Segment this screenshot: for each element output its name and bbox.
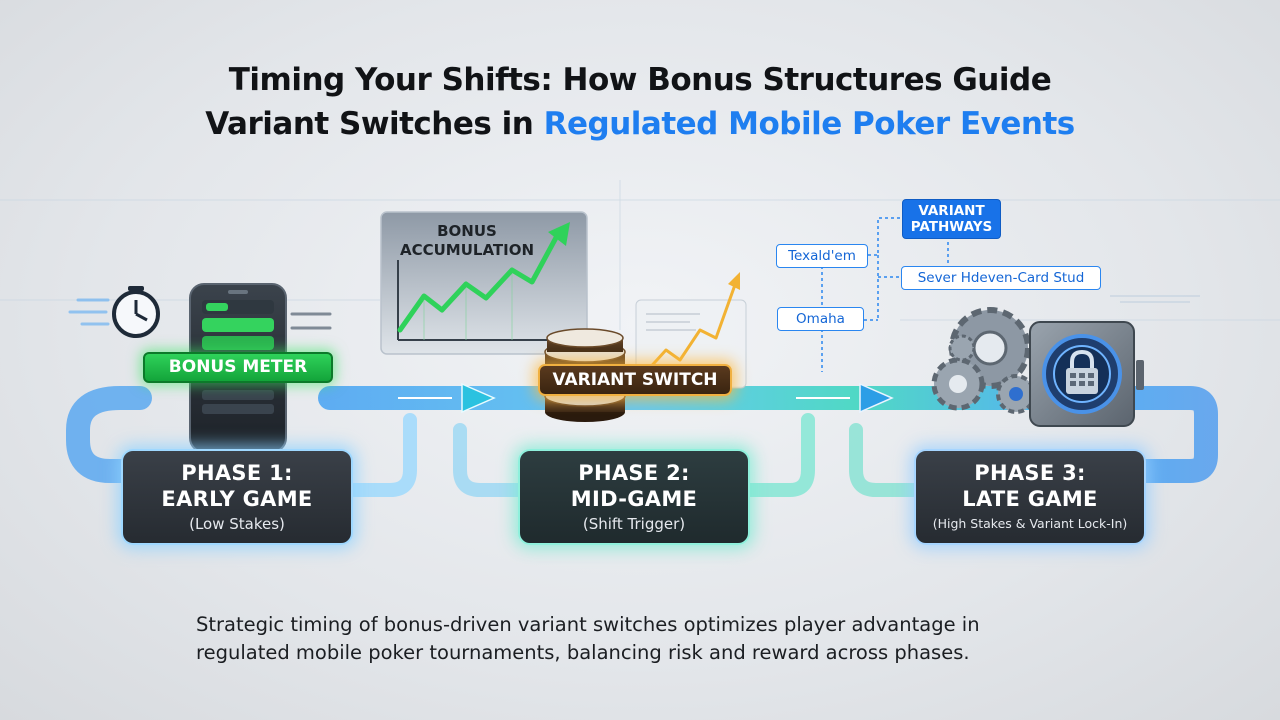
flow-arrow-2 — [796, 382, 894, 414]
phase-3-title-line-1: PHASE 3: — [974, 460, 1086, 485]
caption-line-1: Strategic timing of bonus-driven variant… — [196, 613, 980, 636]
variant-pathways-line-2: PATHWAYS — [910, 219, 993, 235]
phase-1-box: PHASE 1: EARLY GAME (Low Stakes) — [121, 449, 353, 545]
pathway-texas-holdem: Texald'em — [776, 244, 868, 268]
pathway-omaha: Omaha — [777, 307, 864, 331]
title-line-2: Variant Switches in Regulated Mobile Pok… — [0, 102, 1280, 146]
caption: Strategic timing of bonus-driven variant… — [196, 611, 1096, 667]
gears-icon — [931, 307, 1036, 414]
bonus-meter-label: BONUS METER — [143, 352, 333, 383]
phase-2-title-line-2: MID-GAME — [570, 486, 698, 511]
caption-line-2: regulated mobile poker tournaments, bala… — [196, 641, 970, 664]
bonus-accumulation-line-2: ACCUMULATION — [399, 241, 535, 259]
flow-band — [318, 386, 1218, 483]
variant-pathways-line-1: VARIANT — [918, 203, 985, 219]
flow-arrow-1 — [398, 382, 496, 414]
phase-2-subtitle: (Shift Trigger) — [582, 514, 686, 533]
bonus-accumulation-label: BONUS ACCUMULATION — [392, 222, 542, 260]
title-line-2-plain: Variant Switches in — [205, 106, 534, 142]
pathway-seven-card-stud: Sever Hdeven-Card Stud — [901, 266, 1101, 290]
phase-1-title-line-2: EARLY GAME — [161, 486, 313, 511]
page-title: Timing Your Shifts: How Bonus Structures… — [0, 58, 1280, 146]
variant-switch-label: VARIANT SWITCH — [538, 364, 732, 396]
bonus-accumulation-line-1: BONUS — [437, 222, 497, 240]
title-line-2-accent: Regulated Mobile Poker Events — [543, 106, 1076, 142]
phase-3-title-line-2: LATE GAME — [962, 486, 1098, 511]
vault-lock-icon — [1029, 321, 1144, 427]
growth-chart-icon — [380, 211, 588, 355]
clock-icon — [112, 286, 160, 338]
phase-1-subtitle: (Low Stakes) — [189, 514, 285, 533]
variant-pathways-heading: VARIANT PATHWAYS — [902, 199, 1001, 239]
title-line-1: Timing Your Shifts: How Bonus Structures… — [228, 62, 1052, 98]
phase-2-title-line-1: PHASE 2: — [578, 460, 690, 485]
phase-1-title-line-1: PHASE 1: — [181, 460, 293, 485]
phase-2-box: PHASE 2: MID-GAME (Shift Trigger) — [518, 449, 750, 545]
bonus-meter-text: BONUS METER — [168, 357, 308, 377]
phase-3-subtitle: (High Stakes & Variant Lock-In) — [932, 515, 1128, 531]
phase-3-box: PHASE 3: LATE GAME (High Stakes & Varian… — [914, 449, 1146, 545]
